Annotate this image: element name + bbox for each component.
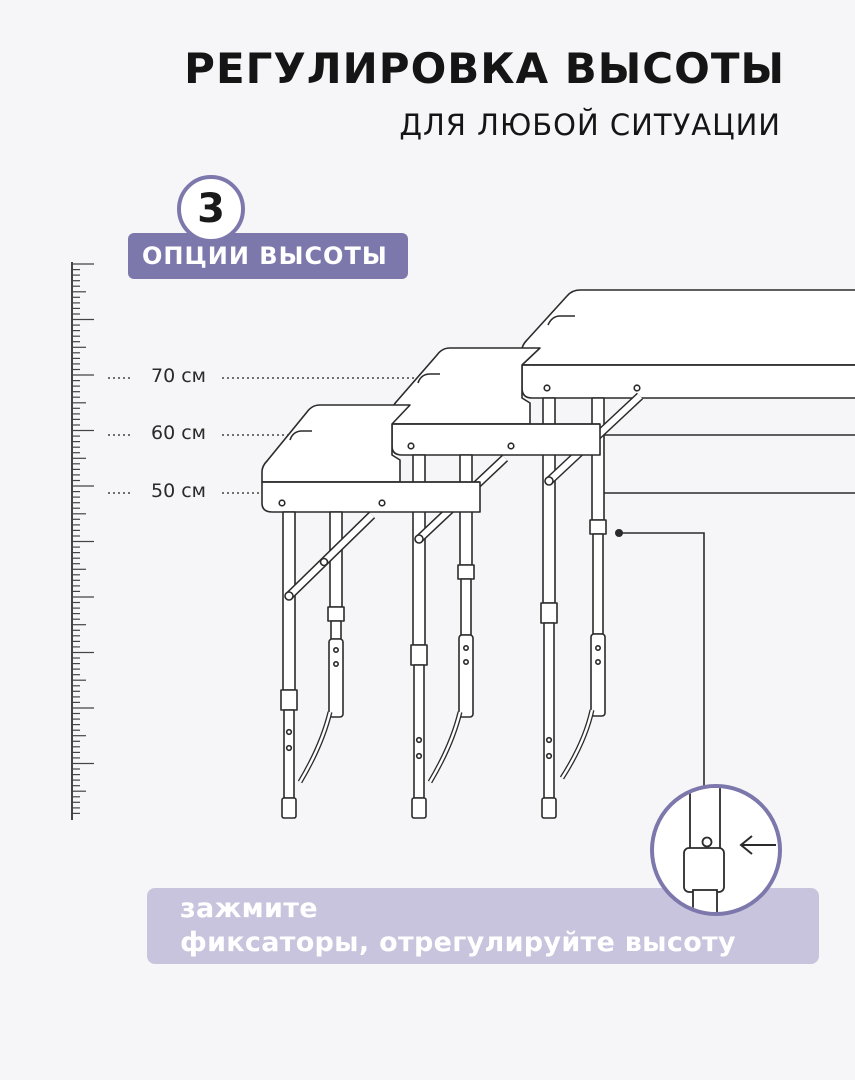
instruction-line-1: зажмите [180,893,318,924]
callout-connector [619,532,705,790]
height-label-60: 60 см [145,422,212,444]
height-label-70: 70 см [145,365,212,387]
table-50cm [261,404,481,819]
table-70cm [521,289,855,819]
instruction-line-2: фиксаторы, отрегулируйте высоту [180,927,736,958]
height-label-50: 50 см [145,480,212,502]
table-60cm [391,347,601,819]
height-options-count: 3 [177,175,245,243]
page-title: РЕГУЛИРОВКА ВЫСОТЫ [184,44,785,93]
page-subtitle: ДЛЯ ЛЮБОЙ СИТУАЦИИ [399,108,781,142]
arrow-left-icon [739,835,776,855]
ruler [71,262,94,820]
height-options-label: ОПЦИИ ВЫСОТЫ [142,242,388,270]
height-options-badge: ОПЦИИ ВЫСОТЫ [128,233,408,279]
